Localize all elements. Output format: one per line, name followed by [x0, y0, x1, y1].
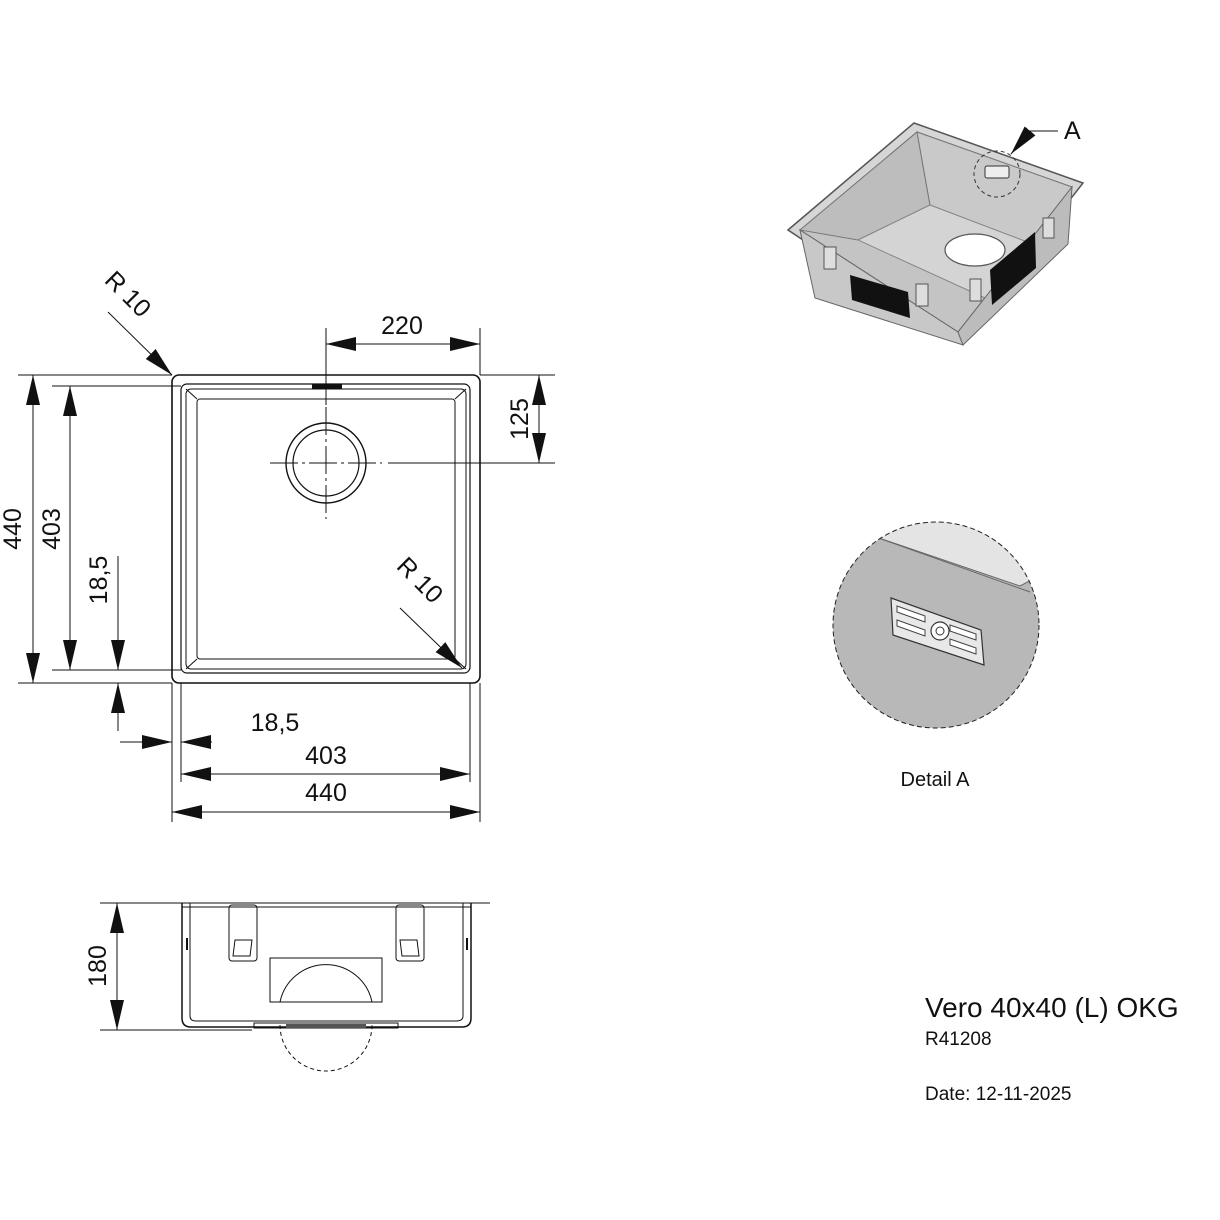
isometric-view: A: [786, 117, 1085, 346]
dim-220: 220: [381, 312, 423, 340]
overflow-slot: [312, 384, 342, 389]
drawing-date: Date: 12-11-2025: [925, 1084, 1071, 1105]
detail-a-marker: [973, 150, 1021, 198]
iso-label-side: [990, 232, 1036, 305]
mounting-bracket-left: [228, 904, 258, 962]
radius-outer-label: R 10: [99, 266, 156, 323]
title-block: Vero 40x40 (L) OKG R41208 Date: 12-11-20…: [925, 992, 1179, 1105]
dim-440-vertical: 440: [0, 508, 27, 550]
dim-440-horizontal: 440: [305, 779, 347, 807]
dim-125: 125: [506, 398, 534, 440]
dim-403-vertical: 403: [38, 508, 66, 550]
top-view: 220 125 440 403 18,5 18,5 403: [0, 266, 555, 822]
iso-drain: [944, 233, 1006, 267]
dim-18-5-horizontal: 18,5: [251, 709, 300, 737]
mounting-bracket-right: [395, 904, 425, 962]
drain-hidden-outline: [279, 964, 373, 1003]
label-plate: [269, 957, 383, 1003]
product-name: Vero 40x40 (L) OKG: [925, 992, 1179, 1023]
product-code: R41208: [925, 1029, 992, 1050]
radius-inner-label: R 10: [391, 552, 448, 609]
detail-label: Detail A: [901, 769, 971, 791]
dim-18-5-vertical: 18,5: [85, 556, 113, 605]
dim-403-horizontal: 403: [305, 742, 347, 770]
dim-180: 180: [84, 945, 112, 987]
side-view: 180: [84, 902, 490, 1072]
detail-a: Detail A: [832, 521, 1040, 791]
callout-a: A: [1064, 117, 1081, 145]
iso-label-front: [850, 275, 910, 318]
